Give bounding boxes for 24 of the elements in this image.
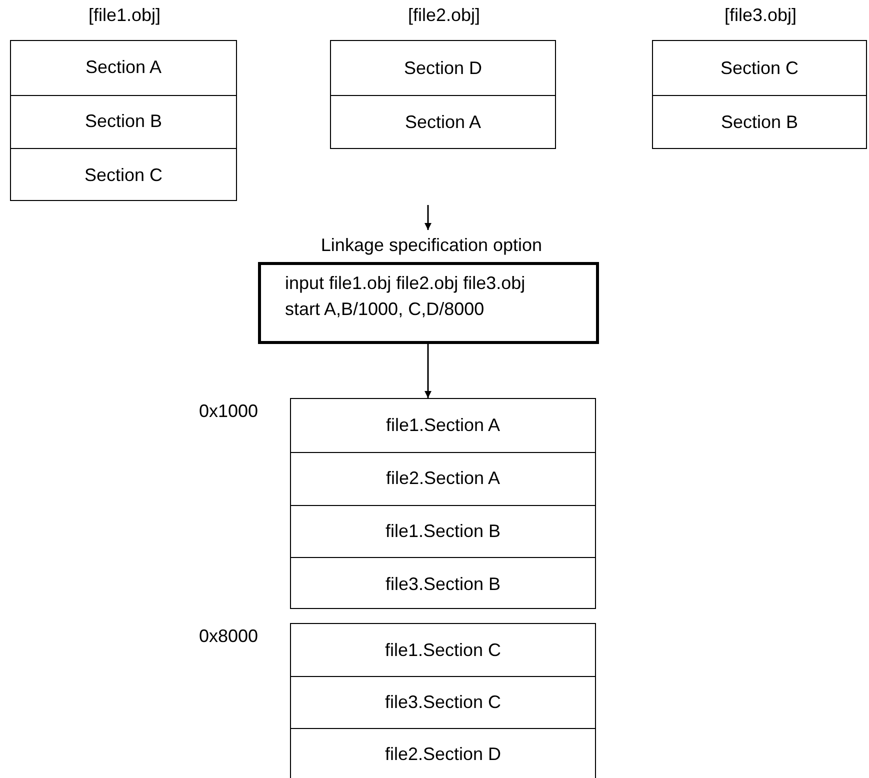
section-row: Section A [11,41,236,94]
command-text: input file1.obj file2.obj file3.obj [285,273,526,294]
arrow [424,205,432,230]
address-label: 0x1000 [199,401,258,422]
section-row: file3.Section C [291,676,595,728]
section-row: file2.Section A [291,452,595,504]
section-row: Section B [653,95,866,149]
section-row: file1.Section C [291,624,595,676]
option-heading: Linkage specification option [320,235,544,256]
arrow [424,344,432,398]
command-text: start A,B/1000, C,D/8000 [285,299,484,320]
section-row: Section C [11,148,236,202]
section-row: file2.Section D [291,728,595,778]
file-name: [file1.obj] [87,5,162,26]
section-row: file1.Section A [291,399,595,452]
section-row: Section A [331,95,555,149]
section-row: Section D [331,41,555,95]
section-row: Section C [653,41,866,95]
section-row: file3.Section B [291,557,595,610]
address-label: 0x8000 [199,626,258,647]
section-row: file1.Section B [291,504,595,558]
file-name: [file3.obj] [723,5,798,26]
file-name: [file2.obj] [406,5,482,26]
section-row: Section B [11,94,236,148]
